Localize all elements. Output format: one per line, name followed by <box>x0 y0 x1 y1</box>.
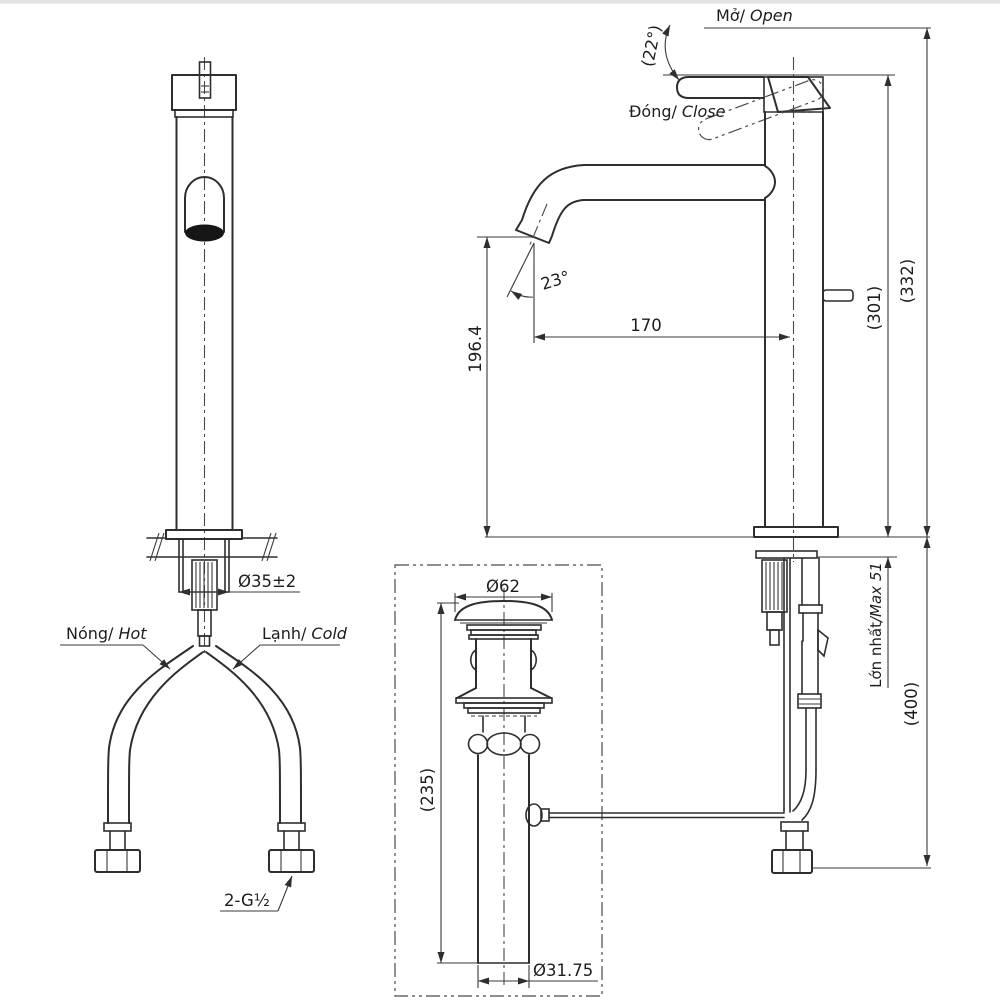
drain-ball-right <box>519 733 541 755</box>
dim-3175-label: Ø31.75 <box>533 961 593 980</box>
thread-leader <box>277 875 293 912</box>
front-counter-lines <box>146 532 278 562</box>
cold-leader <box>232 644 261 670</box>
popup-rod <box>525 803 785 827</box>
front-handle-pin <box>198 61 212 99</box>
handle-closed-lever <box>676 76 765 99</box>
dim-301-label: (301) <box>865 286 884 330</box>
cold-label-en: Cold <box>311 624 347 643</box>
dim-170-label: 170 <box>630 316 662 335</box>
front-base-flange <box>165 529 243 540</box>
open-label: Mở/Open <box>716 6 793 25</box>
hose-end-left <box>94 822 141 873</box>
max51-label-vi: Lớn nhất <box>867 622 885 688</box>
front-threaded-shank <box>191 559 218 647</box>
side-below-counter <box>755 550 829 874</box>
drain-phantom-border <box>394 564 603 997</box>
dim-332-label: (332) <box>898 259 917 303</box>
hot-leader <box>142 644 171 670</box>
dimension-annotations <box>60 24 931 988</box>
drain-flange-flare <box>456 687 552 699</box>
open-label-en: Open <box>750 6 793 25</box>
front-cap-band <box>174 109 234 118</box>
drain-assembly <box>394 564 785 997</box>
handle-angle-arc <box>662 24 680 81</box>
max51-label-en: /Max 51 <box>867 562 885 624</box>
dim-23deg-label: 23° <box>539 267 573 294</box>
dim-400-label: (400) <box>902 682 921 726</box>
side-view <box>515 57 854 874</box>
close-label-vi: Đóng/ <box>629 102 677 121</box>
mounting-plate <box>755 550 818 559</box>
hot-label-vi: Nóng/ <box>66 624 114 643</box>
front-view <box>94 57 315 873</box>
hot-label-en: Hot <box>118 624 147 643</box>
scan-edge-strip <box>0 0 1000 4</box>
lift-rod-knob <box>822 289 854 302</box>
max51-label: Lớn nhất/Max 51 <box>867 562 885 688</box>
hot-label: Nóng/Hot <box>66 624 147 643</box>
open-label-vi: Mở/ <box>716 6 746 25</box>
dim-35-label: Ø35±2 <box>238 572 296 591</box>
spout-tip-centerline <box>528 203 548 248</box>
dim-thread-label: 2-G½ <box>224 891 270 910</box>
spout <box>515 164 765 244</box>
dim-196-label: 196.4 <box>466 325 485 372</box>
dim-22deg-label: (22°) <box>638 23 665 68</box>
close-label-en: Close <box>682 102 726 121</box>
close-label: Đóng/Close <box>629 102 726 121</box>
cold-label-vi: Lạnh/ <box>262 624 307 643</box>
cold-label: Lạnh/Cold <box>262 624 348 643</box>
spout-outlet-outline <box>184 176 225 233</box>
drain-ball-left <box>467 733 489 755</box>
dim-235-label: (235) <box>418 768 437 812</box>
drain-cap-dome <box>454 600 553 621</box>
drain-ball-center <box>486 732 522 756</box>
hose-end-right <box>268 822 315 873</box>
side-base-flange <box>753 526 839 538</box>
side-hose-nut <box>771 849 813 874</box>
side-body-left-edge <box>764 111 776 528</box>
supply-hoses <box>107 645 302 824</box>
spout-angle-arc <box>510 290 534 300</box>
text-labels: Mở/Open Đóng/Close Nóng/Hot Lạnh/Cold Lớ… <box>66 6 921 980</box>
aerator-opening <box>185 224 224 242</box>
dim-62-label: Ø62 <box>486 577 520 596</box>
